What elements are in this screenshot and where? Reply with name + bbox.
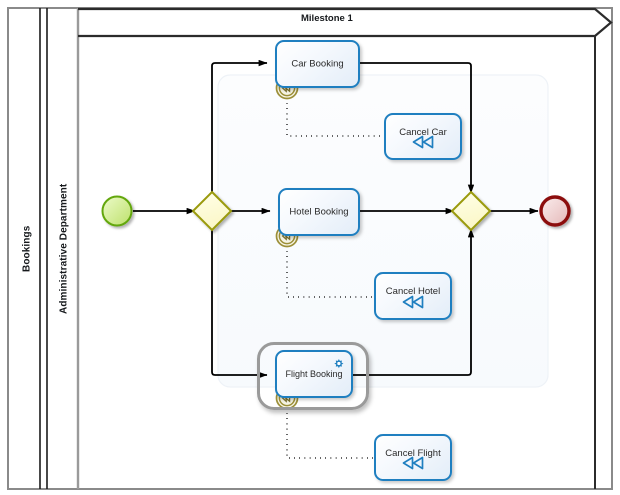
task-label: Cancel Car bbox=[399, 127, 447, 138]
task-cancel-car[interactable]: Cancel Car bbox=[384, 113, 462, 160]
selection-frame-flight-booking[interactable] bbox=[257, 342, 369, 410]
compensation-marker-icon bbox=[376, 456, 450, 474]
gateway-join[interactable] bbox=[450, 190, 492, 232]
flow-car-to-gateway bbox=[360, 62, 475, 194]
task-cancel-hotel[interactable]: Cancel Hotel bbox=[374, 272, 452, 320]
task-label: Flight Booking bbox=[285, 369, 343, 379]
task-hotel-booking[interactable]: Hotel Booking bbox=[278, 188, 360, 236]
task-car-booking[interactable]: Car Booking bbox=[275, 40, 360, 88]
task-cancel-flight[interactable]: Cancel Flight bbox=[374, 434, 452, 481]
milestone-title: Milestone 1 bbox=[301, 13, 353, 24]
lane-label: Administrative Department bbox=[58, 183, 70, 314]
flow-gateway-to-car bbox=[211, 59, 268, 193]
end-event[interactable] bbox=[539, 195, 571, 227]
gateway-split[interactable] bbox=[191, 190, 233, 232]
task-label: Cancel Hotel bbox=[385, 286, 441, 297]
task-label: Cancel Flight bbox=[385, 448, 441, 459]
flow-gateway-to-flight bbox=[211, 229, 268, 379]
flow-flight-to-gateway bbox=[353, 228, 475, 376]
sequence-flows bbox=[133, 59, 539, 379]
task-flight-booking[interactable]: Flight Booking bbox=[275, 350, 353, 398]
transaction-subprocess-panel bbox=[217, 74, 549, 388]
milestone-band[interactable] bbox=[78, 7, 613, 489]
task-label: Hotel Booking bbox=[289, 206, 349, 218]
compensation-marker-icon bbox=[376, 295, 450, 313]
start-event[interactable] bbox=[101, 195, 133, 227]
service-gear-icon bbox=[331, 356, 346, 375]
pool-label: Bookings bbox=[21, 225, 33, 272]
task-label: Car Booking bbox=[291, 58, 344, 70]
compensation-marker-icon bbox=[386, 135, 460, 153]
